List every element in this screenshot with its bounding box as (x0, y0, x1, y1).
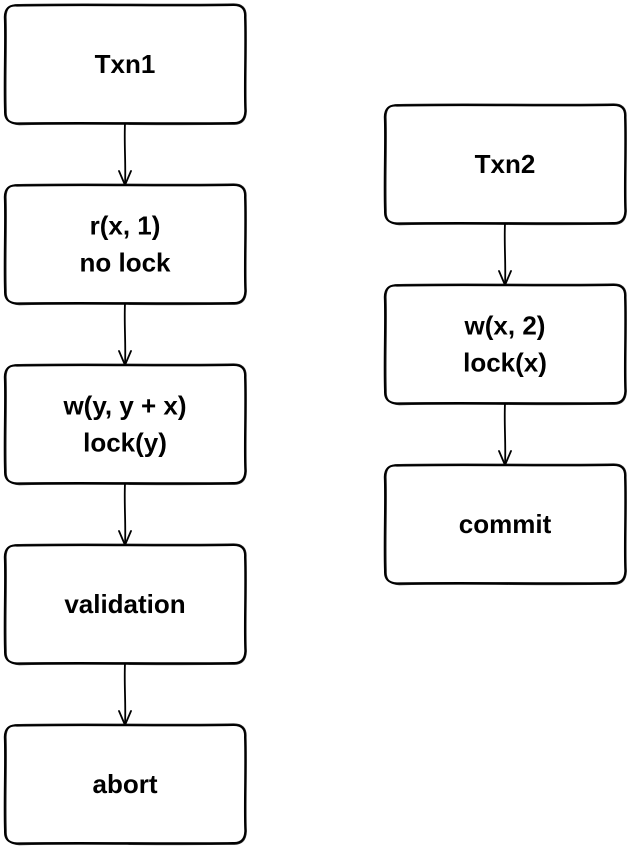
node-box-sketch (5, 543, 247, 666)
node-txn1-abort: abort (3, 723, 247, 846)
node-label: r(x, 1) (90, 211, 161, 241)
edge-line (503, 402, 507, 466)
edge-arrow (498, 402, 512, 466)
node-label: abort (93, 769, 158, 799)
node-label: validation (64, 589, 185, 619)
node-box (3, 363, 247, 485)
edge-arrow (118, 302, 132, 366)
node-txn1-write: w(y, y + x) lock(y) (3, 363, 247, 486)
node-box-sketch (385, 283, 627, 406)
node-box (3, 3, 247, 125)
node-box-sketch (5, 723, 247, 846)
node-box-sketch (385, 103, 627, 226)
node-label: w(x, 2) (464, 311, 546, 341)
node-txn1-validation: validation (3, 543, 247, 666)
node-txn2-commit: commit (383, 463, 627, 586)
nodes-layer: Txn1 r(x, 1) no lock w(y, y + x) lock(y) vali… (3, 3, 627, 846)
node-box (3, 543, 247, 665)
node-box (383, 283, 627, 405)
node-box-sketch (5, 363, 247, 486)
edge-arrow (118, 662, 132, 726)
node-box-sketch (5, 183, 247, 306)
node-label: no lock (79, 248, 171, 278)
edge-line (503, 222, 507, 286)
node-box (383, 103, 627, 225)
node-label: lock(y) (83, 428, 167, 458)
edge-line (123, 482, 127, 546)
node-box-sketch (385, 463, 627, 586)
node-txn2-title: Txn2 (383, 103, 627, 226)
node-label: Txn2 (475, 149, 536, 179)
node-box (383, 463, 627, 585)
edge-arrow (118, 122, 132, 186)
node-txn2-write: w(x, 2) lock(x) (383, 283, 627, 406)
node-box-sketch (5, 3, 247, 126)
node-label: commit (459, 509, 552, 539)
node-txn1-title: Txn1 (3, 3, 247, 126)
edge-arrow (118, 482, 132, 546)
node-label: lock(x) (463, 348, 547, 378)
node-box (3, 183, 247, 305)
node-label: Txn1 (95, 49, 156, 79)
node-box (3, 723, 247, 845)
node-txn1-read: r(x, 1) no lock (3, 183, 247, 306)
edge-line (123, 302, 127, 366)
edge-arrow (498, 222, 512, 286)
edge-line (123, 662, 127, 726)
node-label: w(y, y + x) (62, 391, 186, 421)
edge-line (123, 122, 127, 186)
